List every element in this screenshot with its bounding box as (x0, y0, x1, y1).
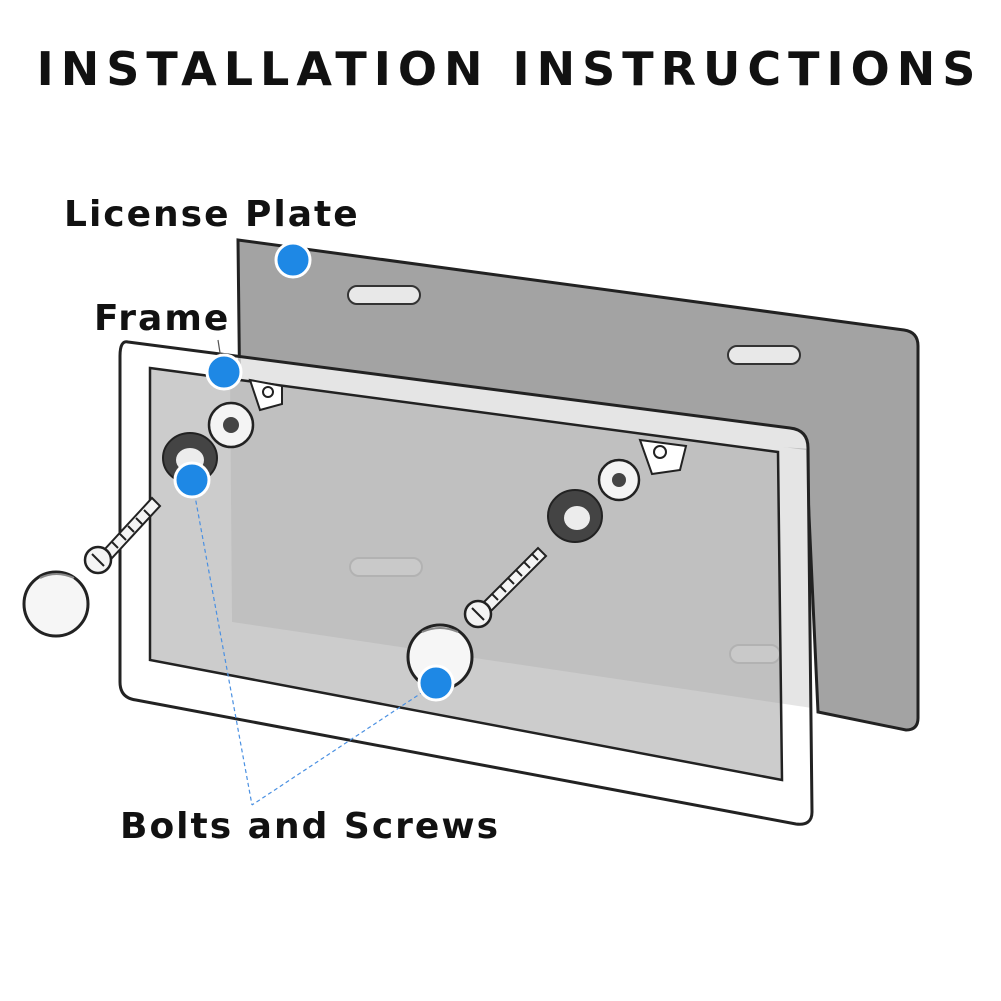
bolts-and-screws-label: Bolts and Screws (120, 806, 501, 847)
marker-screw (417, 664, 455, 702)
license-plate-label: License Plate (64, 194, 360, 235)
washer (207, 401, 255, 449)
screw (463, 546, 548, 629)
washer (597, 458, 641, 502)
instructions-title: INSTALLATION INSTRUCTIONS (36, 42, 983, 96)
bolt-cap (22, 570, 90, 638)
frame-label: Frame (94, 298, 231, 339)
marker-license-plate (274, 241, 312, 279)
screw (83, 496, 162, 575)
marker-bolt (173, 461, 211, 499)
grommet (547, 489, 603, 543)
plate-slot (727, 345, 801, 365)
marker-frame (205, 353, 243, 391)
plate-slot (347, 285, 421, 305)
